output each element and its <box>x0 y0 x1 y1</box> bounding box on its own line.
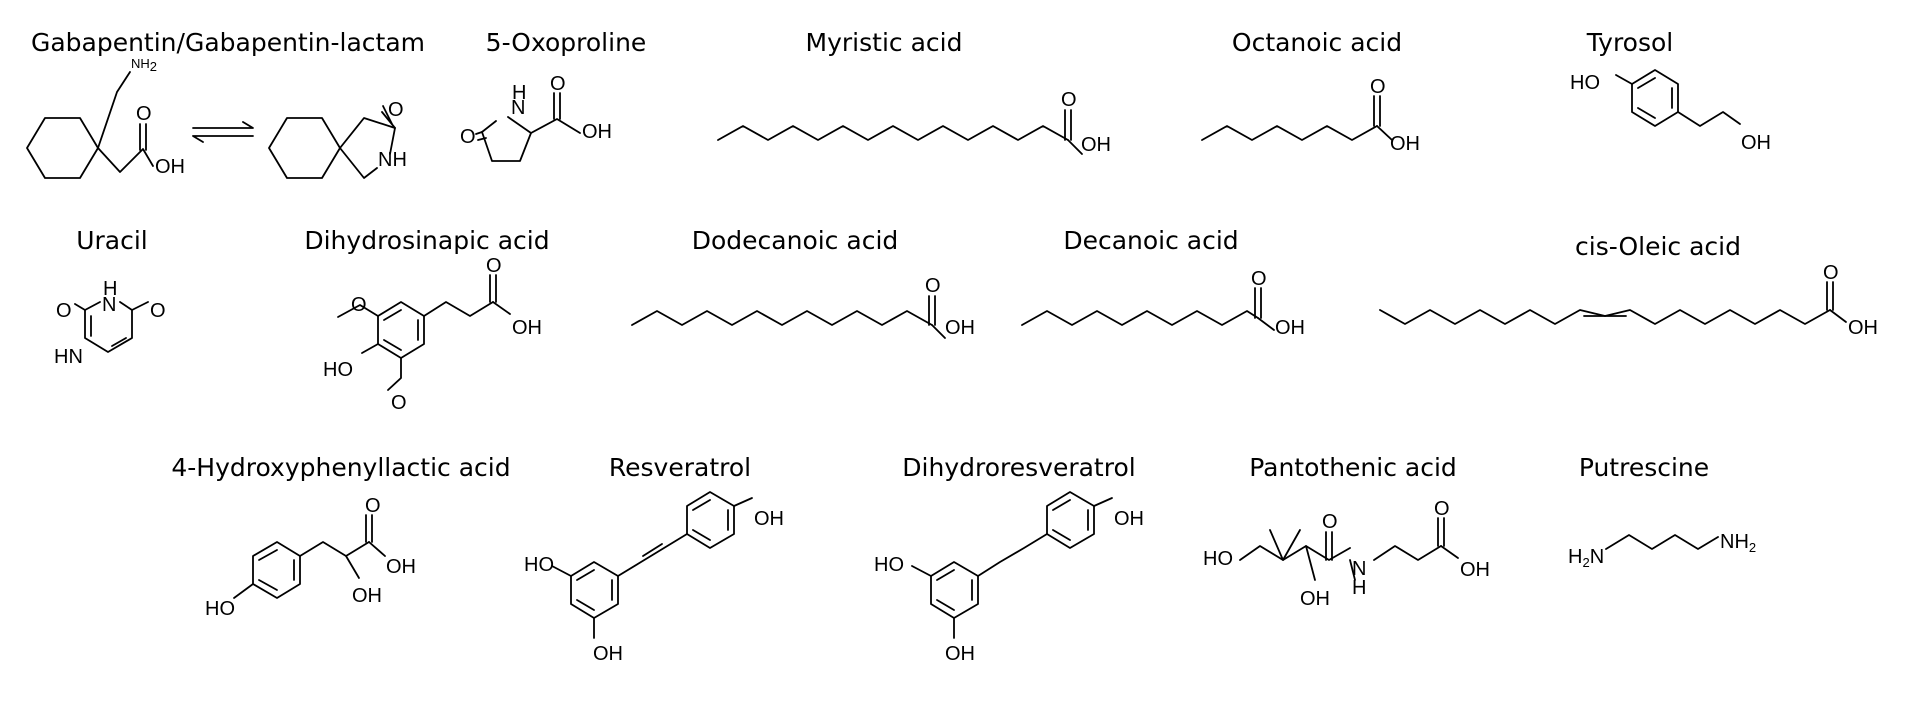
title-octanoic: Octanoic acid <box>1232 28 1402 57</box>
label-hn-ura: HN <box>54 346 83 368</box>
structure-tyrosol: HO OH <box>1570 69 1771 154</box>
label-o-ole: O <box>1823 262 1839 284</box>
title-oxoproline: 5-Oxoproline <box>486 28 647 57</box>
title-dihydrosinapic: Dihydrosinapic acid <box>304 226 549 255</box>
title-gabapentin: Gabapentin/Gabapentin-lactam <box>31 28 425 57</box>
label-oh-dod: OH <box>945 317 975 339</box>
label-o-oxo-acid: O <box>550 73 566 95</box>
structure-resveratrol: HO OH OH <box>524 491 784 665</box>
structure-dihydrosinapic: O HO O O OH <box>323 255 542 414</box>
title-tyrosol: Tyrosol <box>1586 28 1673 57</box>
label-o-dhs-bot: O <box>391 392 407 414</box>
title-resveratrol: Resveratrol <box>609 453 751 482</box>
label-oh-dec: OH <box>1275 317 1305 339</box>
label-o-ura2: O <box>150 300 166 322</box>
title-oleic: cis-Oleic acid <box>1575 232 1741 261</box>
structure-uracil: N H O O HN <box>54 278 166 368</box>
title-uracil: Uracil <box>76 226 148 255</box>
title-putrescine: Putrescine <box>1579 453 1709 482</box>
structure-myristic: O OH <box>717 89 1111 156</box>
structure-hpla: HO OH O OH <box>205 495 416 620</box>
label-nh2-put: NH2 <box>1720 531 1756 555</box>
label-oh-ole: OH <box>1848 317 1878 339</box>
label-h2n-put: H2N <box>1568 546 1604 570</box>
label-o-oxo: O <box>460 126 476 148</box>
structure-oleic: O OH <box>1379 262 1878 339</box>
title-myristic: Myristic acid <box>806 28 963 57</box>
label-o-pan-acid: O <box>1434 498 1450 520</box>
structure-oxoproline: N H H O O OH <box>460 73 612 162</box>
label-oh-acid: OH <box>155 156 185 178</box>
label-oh-pan-mid: OH <box>1300 588 1330 610</box>
label-nh-lactam: NH <box>378 149 407 171</box>
title-hpla: 4-Hydroxyphenyllactic acid <box>171 453 510 482</box>
label-nh2: NH2 <box>131 56 157 74</box>
structure-dodecanoic: O OH <box>631 275 975 339</box>
label-o-lactam: O <box>388 99 404 121</box>
label-oh-oxo: OH <box>582 121 612 143</box>
title-decanoic: Decanoic acid <box>1063 226 1238 255</box>
label-ho-pan: HO <box>1203 548 1233 570</box>
label-ho-res: HO <box>524 554 554 576</box>
structure-gabapentin: NH2 O Gabapentin/Gabapentin-lactam OH NH… <box>26 56 407 179</box>
label-o-dod: O <box>925 275 941 297</box>
structure-decanoic: O OH <box>1021 268 1305 339</box>
label-n-pan: N <box>1352 558 1366 580</box>
label-o-dec: O <box>1251 268 1267 290</box>
structure-putrescine: H2N NH2 <box>1568 531 1756 570</box>
label-oh-dhr-bot: OH <box>945 643 975 665</box>
label-ho-dhs: HO <box>323 359 353 381</box>
title-dodecanoic: Dodecanoic acid <box>692 226 899 255</box>
label-h-oxo2: H <box>512 82 526 104</box>
label-o-dhs-top: O <box>351 294 367 316</box>
label-h-pan: H <box>1352 577 1366 599</box>
label-n-ura: N <box>102 294 116 316</box>
structure-pantothenic: HO OH O N H O OH <box>1203 498 1490 610</box>
label-oh-tyr: OH <box>1741 132 1771 154</box>
label-oh-dhs: OH <box>512 317 542 339</box>
structure-octanoic: O OH <box>1201 76 1420 155</box>
label-oh-hpla-alpha: OH <box>352 585 382 607</box>
label-ho-hpla: HO <box>205 598 235 620</box>
label-oh-res-bot: OH <box>593 643 623 665</box>
label-oh-hpla-acid: OH <box>386 556 416 578</box>
label-o-oct: O <box>1370 76 1386 98</box>
label-ho-dhr: HO <box>874 554 904 576</box>
label-ho-tyr: HO <box>1570 72 1600 94</box>
label-oh-dhr-top: OH <box>1114 508 1144 530</box>
label-oh-myr: OH <box>1081 134 1111 156</box>
label-oh-res-top: OH <box>754 508 784 530</box>
label-o-ura1: O <box>56 300 72 322</box>
label-oh-oct: OH <box>1390 133 1420 155</box>
title-dihydroresveratrol: Dihydroresveratrol <box>902 453 1135 482</box>
label-o-dhs-acid: O <box>486 255 502 277</box>
label-o-myr: O <box>1061 89 1077 111</box>
title-pantothenic: Pantothenic acid <box>1249 453 1457 482</box>
label-h-ura: H <box>103 278 117 300</box>
label-oh-pan-acid: OH <box>1460 559 1490 581</box>
label-o-pan-amide: O <box>1322 511 1338 533</box>
label-o: O <box>136 103 152 125</box>
label-n-oxo: N <box>511 97 525 119</box>
label-o-hpla: O <box>365 495 381 517</box>
structure-dihydroresveratrol: HO OH OH <box>874 491 1144 665</box>
